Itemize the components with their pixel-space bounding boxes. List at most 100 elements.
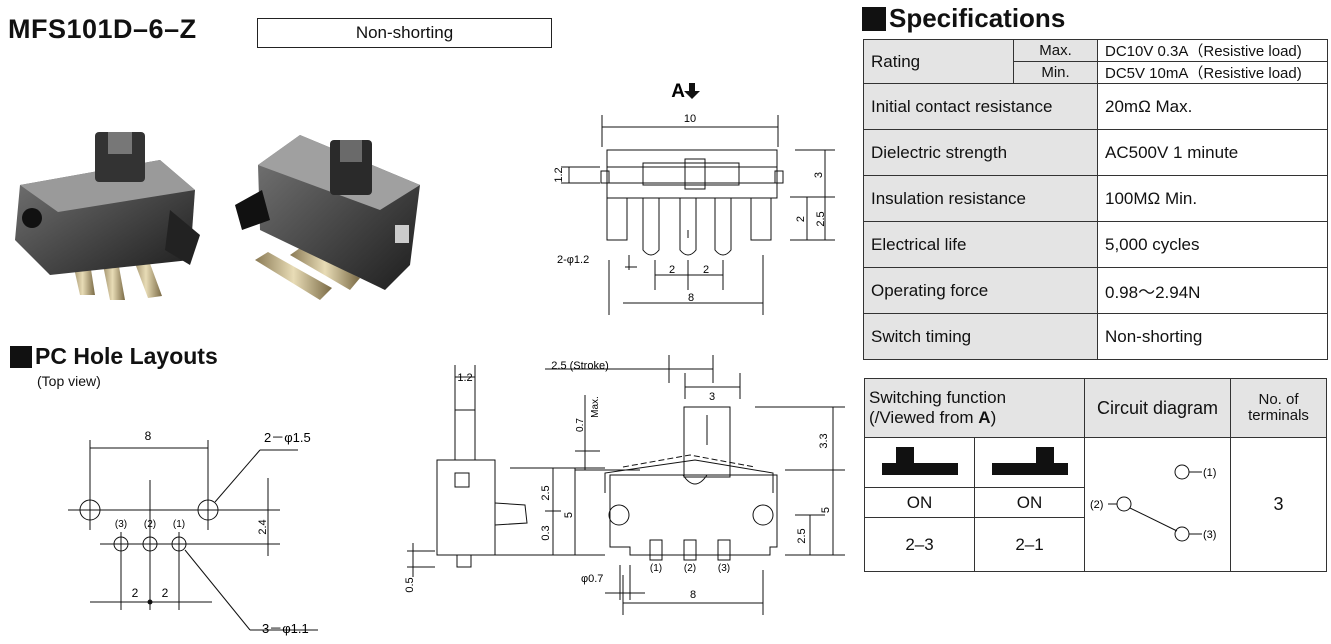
dim-2-5a: 2.5 <box>540 485 552 500</box>
spec-row-rating-max: Rating Max. DC10V 0.3A（Resistive load) <box>863 39 1328 84</box>
side-pin-2: (2) <box>684 563 696 574</box>
dim-2-5b: 2.5 <box>796 528 808 543</box>
spec-label: Electrical life <box>863 221 1098 268</box>
dim-2: 2 <box>795 216 807 222</box>
switching-function-header: Switching function (/Viewed from A) <box>864 378 1085 438</box>
pc-dim-8: 8 <box>145 429 152 443</box>
spec-value: 0.98～2.94N <box>1097 267 1328 314</box>
pc-hole-drawing: 8 2－φ1.5 3－φ1.1 2 2 2.4 (3) (2) (1) <box>68 429 318 636</box>
dim-1-2: 1.2 <box>553 167 565 182</box>
terminals-value: 3 <box>1230 437 1327 572</box>
switching-header-line1: Switching function <box>869 388 1007 407</box>
terminals-header: No. of terminals <box>1230 378 1327 438</box>
switch-photo-angled <box>235 135 420 300</box>
side-pin-1: (1) <box>650 563 662 574</box>
dim-stroke: 2.5 (Stroke) <box>551 360 608 372</box>
spec-value: 5,000 cycles <box>1097 221 1328 268</box>
pc-dim-2b: 2 <box>162 586 169 600</box>
spec-label: Initial contact resistance <box>863 83 1098 130</box>
spec-value: Non-shorting <box>1097 313 1328 360</box>
contact-type-box: Non-shorting <box>257 18 552 48</box>
switching-header-pre: (/Viewed from <box>869 408 979 427</box>
circuit-t1: (1) <box>1203 467 1216 479</box>
pc-dim-big-holes: 2－φ1.5 <box>264 430 311 445</box>
specifications-table: Rating Max. DC10V 0.3A（Resistive load) M… <box>863 39 1328 360</box>
switch-icon-row: (1) (2) (3) 3 <box>864 437 1327 572</box>
state-left: ON <box>864 487 975 518</box>
dim-2b: 2 <box>703 264 709 276</box>
pc-dim-2-4: 2.4 <box>257 519 269 534</box>
dim-8: 8 <box>688 292 694 304</box>
terminals-header-line1: No. of <box>1258 391 1299 408</box>
slider-left-icon <box>881 447 958 475</box>
connection-right: 2–1 <box>974 517 1085 572</box>
spec-label: Switch timing <box>863 313 1098 360</box>
dim-3-3: 3.3 <box>818 433 830 448</box>
terminals-header-line2: terminals <box>1248 407 1309 424</box>
pc-hole-subtitle: (Top view) <box>37 373 101 389</box>
side-dim-0-5: 0.5 <box>404 577 416 592</box>
pc-pin-3: (3) <box>115 519 127 530</box>
spec-value: 100MΩ Min. <box>1097 175 1328 222</box>
view-arrow-icon <box>684 83 700 99</box>
switch-connection-row: 2–3 2–1 <box>864 517 1327 572</box>
specifications-title-text: Specifications <box>889 3 1066 33</box>
side-view-drawing: 1.2 0.5 2.5 (Stroke) 3 0.7 Max. 3.3 2.5 … <box>404 355 845 615</box>
spec-label: Rating <box>863 39 1014 84</box>
pc-pin-2: (2) <box>144 519 156 530</box>
dim-5b: 5 <box>820 507 832 513</box>
side-dim-8: 8 <box>690 589 696 601</box>
switch-position-right <box>974 437 1085 488</box>
dim-max: Max. <box>590 396 601 418</box>
spec-value: AC500V 1 minute <box>1097 129 1328 176</box>
section-square-icon <box>862 6 886 31</box>
spec-sublabel: Max. <box>1013 39 1098 62</box>
spec-value: DC5V 10mA（Resistive load) <box>1097 61 1328 84</box>
view-a-label: A <box>671 81 685 102</box>
spec-sublabel: Min. <box>1013 61 1098 84</box>
specifications-title: Specifications <box>862 3 1065 34</box>
circuit-diagram-cell: (1) (2) (3) <box>1084 437 1231 572</box>
circuit-diagram-header: Circuit diagram <box>1084 378 1231 438</box>
side-dim-3: 3 <box>709 391 715 403</box>
dim-2-5: 2.5 <box>815 211 827 226</box>
dim-0-3: 0.3 <box>540 525 552 540</box>
dim-hole-dia: 2-φ1.2 <box>557 254 589 266</box>
dim-3: 3 <box>813 172 825 178</box>
spec-label: Insulation resistance <box>863 175 1098 222</box>
switch-state-row: ON ON <box>864 487 1327 518</box>
spec-label: Dielectric strength <box>863 129 1098 176</box>
state-right: ON <box>974 487 1085 518</box>
connection-left: 2–3 <box>864 517 975 572</box>
contact-type-label: Non-shorting <box>355 23 454 42</box>
dim-0-7: 0.7 <box>575 418 586 432</box>
side-pin-3: (3) <box>718 563 730 574</box>
model-number: MFS101D–6–Z <box>8 14 197 44</box>
pc-pin-1: (1) <box>173 519 185 530</box>
switch-photo-front <box>15 132 200 300</box>
switch-position-left <box>864 437 975 488</box>
switching-header-bold: A <box>978 408 991 427</box>
pc-dim-2a: 2 <box>132 586 139 600</box>
switching-header-row: Switching function (/Viewed from A) Circ… <box>864 378 1327 438</box>
spec-value: DC10V 0.3A（Resistive load) <box>1097 39 1328 62</box>
dim-5a: 5 <box>563 512 575 518</box>
pc-hole-title: PC Hole Layouts <box>10 343 218 370</box>
spec-value: 20mΩ Max. <box>1097 83 1328 130</box>
switching-header-line2: (/Viewed from A) <box>869 408 1084 428</box>
circuit-t2: (2) <box>1090 499 1103 511</box>
top-view-drawing: A 10 1.2 3 2 2.5 2-φ1.2 2 2 8 <box>553 81 835 315</box>
spec-label: Operating force <box>863 267 1098 314</box>
circuit-t3: (3) <box>1203 529 1216 541</box>
slider-right-icon <box>991 447 1068 475</box>
dim-2a: 2 <box>669 264 675 276</box>
product-photo <box>15 132 420 300</box>
pc-dim-small-holes: 3－φ1.1 <box>262 621 309 636</box>
switching-function-table: Switching function (/Viewed from A) Circ… <box>864 378 1327 572</box>
switching-header-post: ) <box>990 408 997 427</box>
